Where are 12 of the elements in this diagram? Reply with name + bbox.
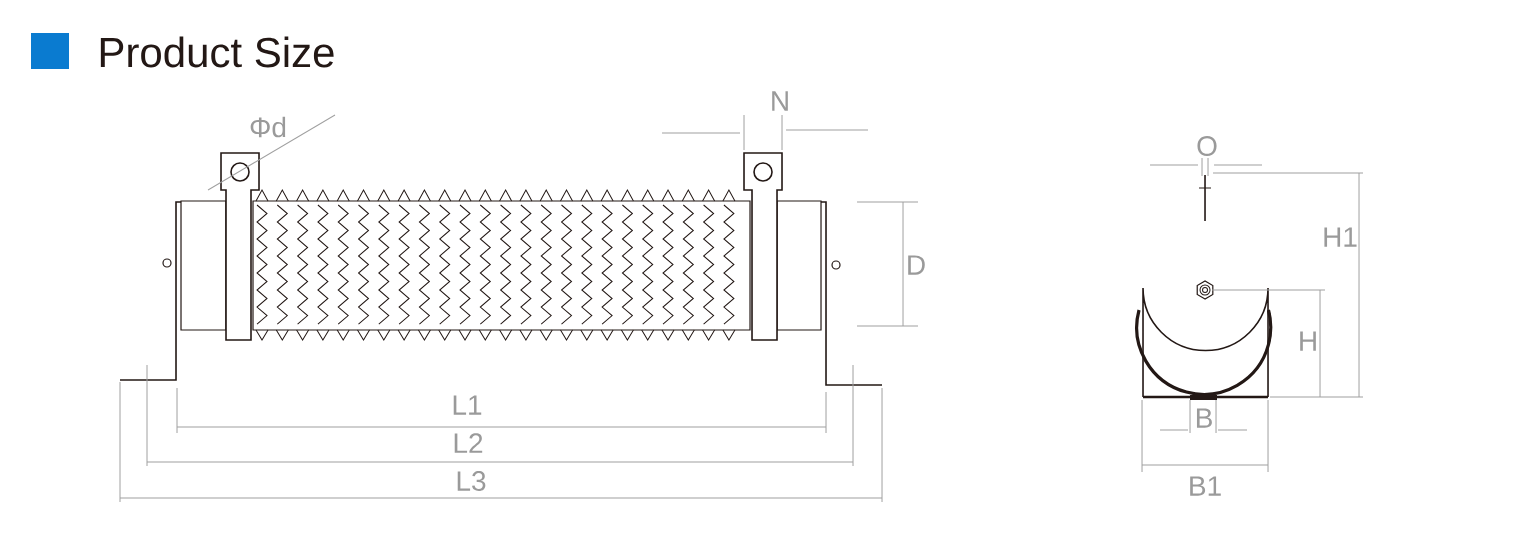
dimension-label: N: [772, 91, 788, 111]
dimension-label: O: [1197, 136, 1217, 156]
dimension-label: B1: [1190, 476, 1221, 496]
dimension-label: L3: [457, 471, 486, 491]
dimension-label: H: [1300, 331, 1316, 351]
dimension-label: L2: [454, 433, 483, 453]
dimension-label: B: [1196, 408, 1212, 428]
dimension-label: H1: [1324, 227, 1357, 247]
dimension-label: Φd: [250, 116, 286, 138]
title: Product Size: [100, 36, 334, 68]
dimension-label: D: [908, 255, 925, 275]
dimension-label: L1: [453, 395, 482, 415]
